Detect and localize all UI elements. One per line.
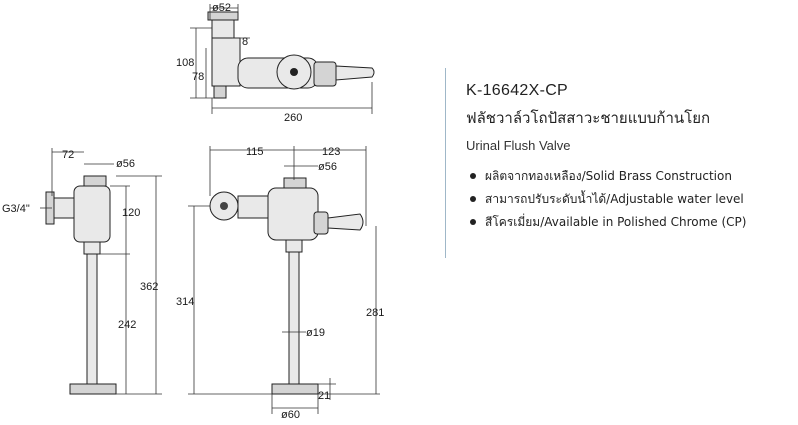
side-view-flush-tube (86, 253, 98, 385)
dim-top-d260: 260 (284, 112, 302, 124)
side-view-outlet-nut (83, 241, 101, 255)
side-view: 72 ø56 G3/4" 120 362 242 (2, 148, 162, 395)
section-divider (445, 68, 446, 258)
side-view-spud-flange (69, 383, 117, 395)
front-view-spud-flange (271, 383, 319, 395)
top-view: ø52 8 108 78 260 (176, 2, 375, 124)
product-info: K-16642X-CP ฟลัชวาล์วโถปัสสาวะชายแบบก้าน… (466, 82, 796, 236)
bullet-icon (470, 173, 476, 179)
dim-front-d56: ø56 (318, 161, 337, 173)
top-view-inlet-body (211, 37, 241, 87)
model-number: K-16642X-CP (466, 82, 569, 99)
front-view: 115 123 ø56 314 281 ø19 ø60 21 (176, 146, 384, 421)
top-view-handle-coupling (313, 61, 337, 87)
front-view-valve-body (267, 187, 319, 241)
dim-side-thread: G3/4" (2, 203, 30, 215)
front-view-handle (327, 213, 364, 231)
dim-front-d21: 21 (318, 390, 330, 402)
feature-item: สีโครเมี่ยม/Available in Polished Chrome… (466, 213, 796, 232)
front-view-top-cap (283, 177, 307, 189)
front-view-connector (237, 195, 269, 219)
top-view-neck (211, 19, 235, 39)
dim-front-d281: 281 (366, 307, 384, 319)
feature-text: สามารถปรับระดับน้ำได้/Adjustable water l… (485, 192, 744, 206)
feature-text: สีโครเมี่ยม/Available in Polished Chrome… (485, 215, 747, 229)
dim-top-d8: 8 (242, 36, 248, 48)
dim-side-d72: 72 (62, 149, 74, 161)
dim-front-d60: ø60 (281, 409, 300, 421)
top-view-inlet-nut (213, 85, 227, 99)
front-view-handle-coupling (313, 211, 329, 235)
feature-list: ผลิตจากทองเหลือง/Solid Brass Constructio… (466, 167, 796, 232)
dim-side-d56: ø56 (116, 158, 135, 170)
dim-front-d19: ø19 (306, 327, 325, 339)
bullet-icon (470, 196, 476, 202)
dim-front-d123: 123 (322, 146, 340, 158)
dim-side-d362: 362 (140, 281, 158, 293)
feature-item: สามารถปรับระดับน้ำได้/Adjustable water l… (466, 190, 796, 209)
top-view-stop-screw (290, 68, 298, 76)
top-view-handle (335, 65, 375, 81)
product-name-thai: ฟลัชวาล์วโถปัสสาวะชายแบบก้านโยก (466, 109, 711, 127)
front-view-inlet-bore (220, 202, 228, 210)
side-view-top-cap (83, 175, 107, 187)
front-view-outlet-nut (285, 239, 303, 253)
product-name-english: Urinal Flush Valve (466, 138, 571, 153)
dim-side-d120: 120 (122, 207, 140, 219)
feature-text: ผลิตจากทองเหลือง/Solid Brass Constructio… (485, 169, 732, 183)
side-view-inlet (51, 197, 75, 219)
dim-top-d78: 78 (192, 71, 204, 83)
feature-item: ผลิตจากทองเหลือง/Solid Brass Constructio… (466, 167, 796, 186)
dim-front-d314: 314 (176, 296, 194, 308)
side-view-valve-body (73, 185, 111, 243)
dim-top-d52: ø52 (212, 2, 231, 14)
front-view-flush-tube (288, 251, 300, 385)
dim-top-d108: 108 (176, 57, 194, 69)
dim-front-d115: 115 (246, 146, 264, 158)
dim-side-d242: 242 (118, 319, 136, 331)
bullet-icon (470, 219, 476, 225)
